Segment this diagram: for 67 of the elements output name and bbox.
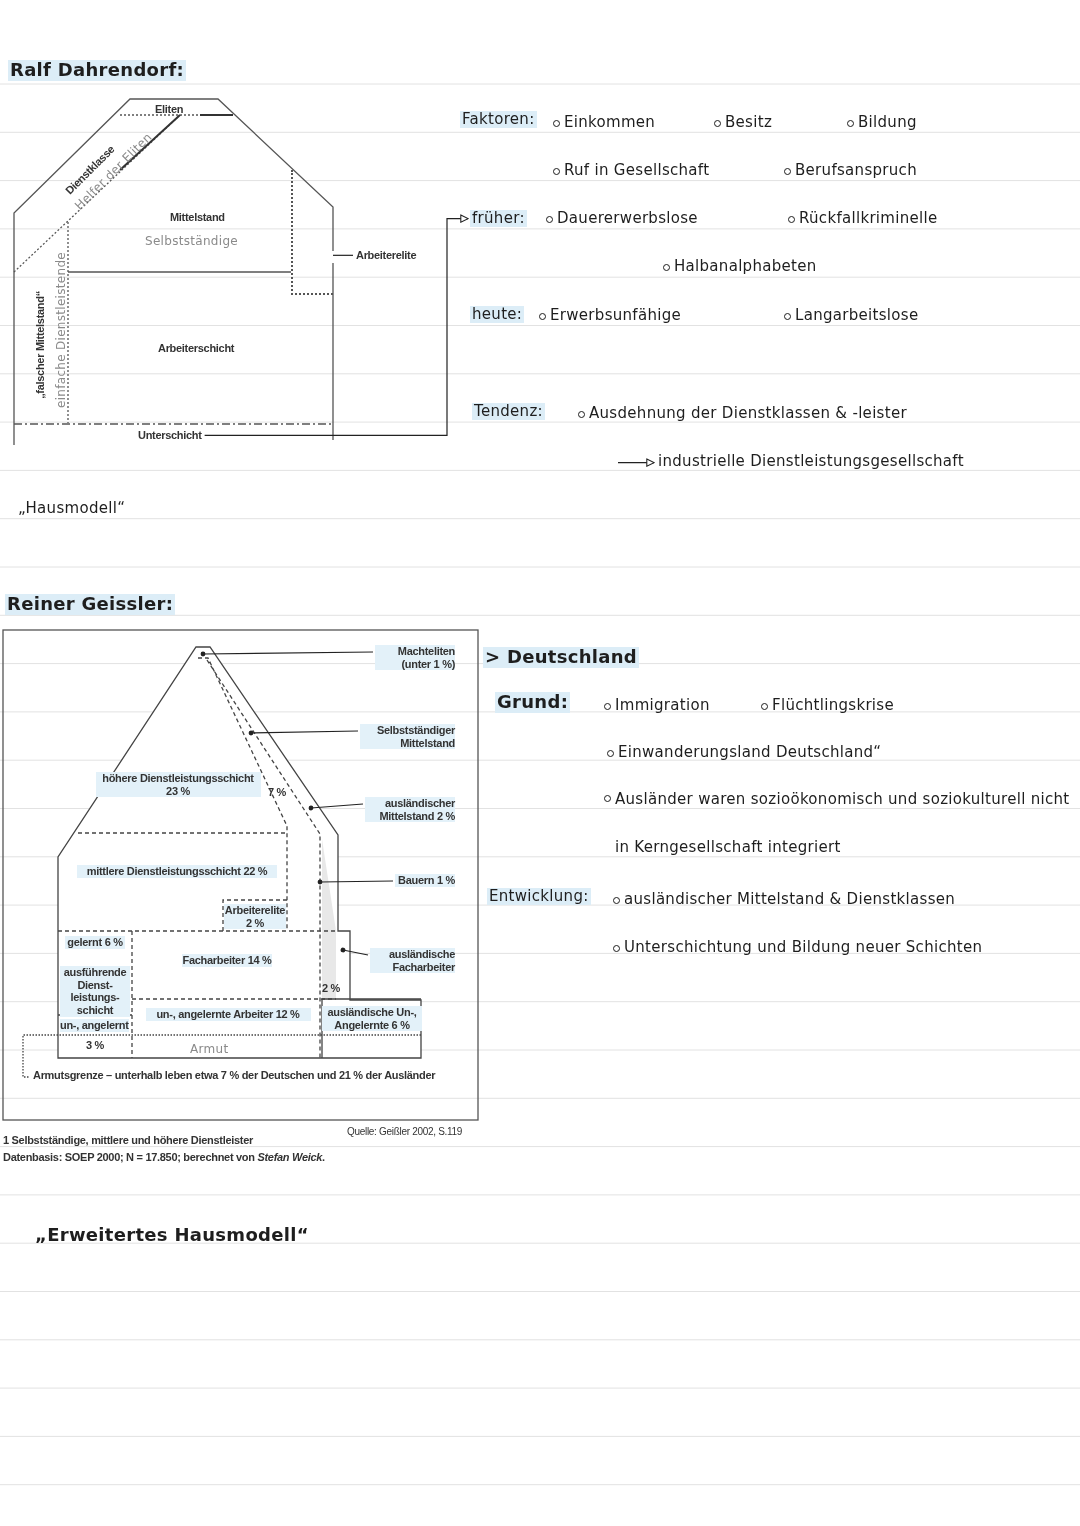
region-label: 7 %: [268, 786, 287, 799]
region-label: Facharbeiter 14 %: [182, 954, 272, 967]
leader-line: [332, 254, 354, 256]
leader-line: [308, 803, 364, 811]
section-heading: Reiner Geissler:: [5, 594, 176, 615]
section-heading: > Deutschland: [483, 647, 640, 668]
leader-label: Arbeiterelite: [356, 249, 417, 262]
bullet-item: Langarbeitslose: [783, 307, 919, 325]
bullet-item: Dauererwerbslose: [545, 210, 698, 228]
bullet-item: ausländischer Mittelstand & Dienstklassen: [612, 891, 956, 909]
region-label: Unterschicht: [138, 429, 202, 442]
leader-line: [317, 879, 394, 885]
region-label: Mittelstand: [170, 211, 225, 224]
conclusion-text: industrielle Dienstleistungsgesellschaft: [658, 453, 964, 471]
leader-label: Selbstständiger Mittelstand: [360, 724, 455, 750]
annotation: Armut: [190, 1043, 229, 1057]
source-note: Quelle: Geißler 2002, S.119: [347, 1126, 463, 1138]
category-heading: Faktoren:: [460, 111, 537, 129]
leader-line: [248, 730, 359, 736]
footnote: 1 Selbstständige, mittlere und höhere Dienstleister: [3, 1134, 253, 1147]
region-outline: [291, 170, 333, 295]
region-label: 2 %: [322, 982, 341, 995]
region-label: ausführende Dienst- leistungs- schicht: [60, 966, 130, 1017]
region-label: höhere Dienstleistungsschicht 23 %: [95, 772, 261, 798]
leader-label: Bauern 1 %: [395, 874, 455, 887]
caption: „Erweitertes Hausmodell“: [35, 1225, 309, 1246]
bullet-item: Berufsanspruch: [783, 162, 917, 180]
region-label: ausländische Un-, Angelernte 6 %: [322, 1006, 422, 1032]
leader-line: [200, 651, 374, 657]
annotation: einfache Dienstleistende: [55, 252, 69, 408]
region-label: 3 %: [84, 1039, 106, 1052]
region-label: Arbeiterelite 2 %: [224, 904, 286, 930]
caption: „Hausmodell“: [18, 500, 126, 518]
bullet-item: Einkommen: [552, 114, 656, 132]
category-heading: Grund:: [495, 692, 571, 713]
bullet-item: Halbanalphabeten: [662, 258, 817, 276]
bullet-item: Besitz: [713, 114, 773, 132]
leader-label: ausländischer Mittelstand 2 %: [365, 797, 455, 823]
arrow: [617, 458, 655, 467]
arrow: [204, 214, 469, 436]
leader-label: Machteliten (unter 1 %): [375, 645, 455, 671]
annotation: Selbstständige: [145, 235, 238, 249]
bullet-item: Immigration: [603, 697, 710, 715]
region-label: un-, angelernte Arbeiter 12 %: [145, 1008, 311, 1021]
category-heading: früher:: [470, 210, 527, 228]
region-label: mittlere Dienstleistungsschicht 22 %: [77, 865, 277, 878]
region-label: Eliten: [155, 103, 184, 116]
section-heading: Ralf Dahrendorf:: [8, 60, 187, 81]
leader-label: ausländische Facharbeiter: [370, 948, 455, 974]
note: Armutsgrenze – unterhalb leben etwa 7 % der Deutschen und 21 % der Ausländer: [33, 1069, 436, 1082]
bullet-item: Ruf in Gesellschaft: [552, 162, 710, 180]
bullet-item: Einwanderungsland Deutschland“: [606, 744, 882, 762]
category-heading: heute:: [470, 306, 525, 324]
region-label: un-, angelernt: [60, 1019, 129, 1032]
bullet-item: Bildung: [846, 114, 917, 132]
category-heading: Tendenz:: [472, 403, 545, 421]
region-label: gelernt 6 %: [65, 936, 125, 949]
bullet-item: Ausdehnung der Dienstklassen & -leister: [577, 405, 907, 423]
bullet-item: Unterschichtung und Bildung neuer Schichten: [612, 939, 983, 957]
category-heading: Entwicklung:: [487, 888, 591, 906]
leader-line: [340, 947, 369, 956]
bullet-item: Erwerbsunfähige: [538, 307, 682, 325]
footnote: Datenbasis: SOEP 2000; N = 17.850; berechnet von Stefan Weick.: [3, 1151, 325, 1164]
region-label: Arbeiterschicht: [158, 342, 235, 355]
bullet-item: Flüchtlingskrise: [760, 697, 894, 715]
region-label: „falscher Mittelstand“: [33, 291, 47, 399]
bullet-item: Rückfallkriminelle: [787, 210, 938, 228]
